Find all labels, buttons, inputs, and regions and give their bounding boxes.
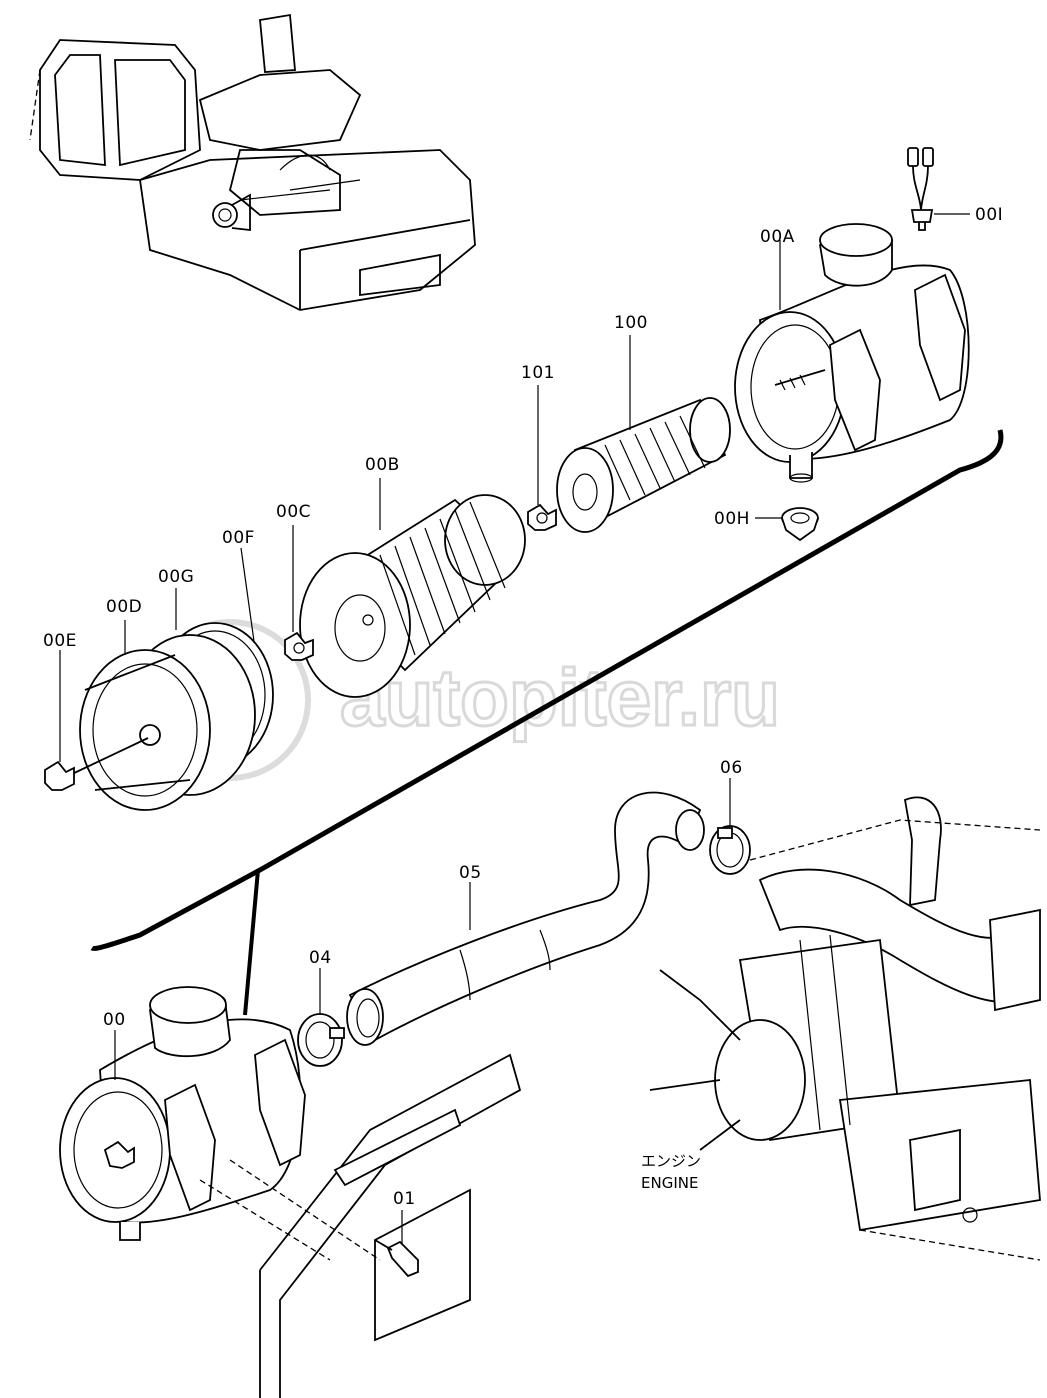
part-00E-wing-bolt xyxy=(44,650,149,791)
part-00D-cover xyxy=(79,620,256,811)
part-01-bolt xyxy=(374,1210,419,1278)
part-04-clamp xyxy=(297,968,345,1067)
engine-illustration xyxy=(649,796,1041,1261)
label-06: 06 xyxy=(720,758,743,778)
part-06-clamp xyxy=(709,778,751,875)
label-00D: 00D xyxy=(106,597,142,617)
excavator-overview xyxy=(29,13,476,311)
engine-label-en: ENGINE xyxy=(641,1174,698,1192)
part-00H-valve xyxy=(755,507,819,542)
label-100: 100 xyxy=(614,313,648,333)
mounting-frame xyxy=(199,1053,522,1398)
label-00I: 00I xyxy=(975,205,1003,225)
label-00B: 00B xyxy=(365,455,400,475)
part-00A-housing xyxy=(734,223,970,483)
part-00I-sensor xyxy=(907,147,970,231)
engine-label-jp: エンジン xyxy=(641,1152,701,1170)
label-05: 05 xyxy=(459,863,482,883)
label-04: 04 xyxy=(309,948,332,968)
label-101: 101 xyxy=(521,363,555,383)
part-05-hose xyxy=(346,791,705,1046)
label-00E: 00E xyxy=(43,631,77,651)
label-00: 00 xyxy=(103,1010,126,1030)
label-00H: 00H xyxy=(714,509,750,529)
label-00G: 00G xyxy=(158,567,194,587)
label-00C: 00C xyxy=(276,502,311,522)
section-divider xyxy=(90,429,1004,951)
part-00-air-cleaner xyxy=(59,986,306,1241)
part-101-wing-nut xyxy=(527,385,557,531)
part-100-inner-filter xyxy=(556,335,731,533)
part-00B-outer-filter xyxy=(299,478,526,698)
label-00A: 00A xyxy=(760,227,795,247)
label-00F: 00F xyxy=(222,528,255,548)
label-01: 01 xyxy=(393,1189,416,1209)
part-00C-wing-nut xyxy=(284,525,314,661)
